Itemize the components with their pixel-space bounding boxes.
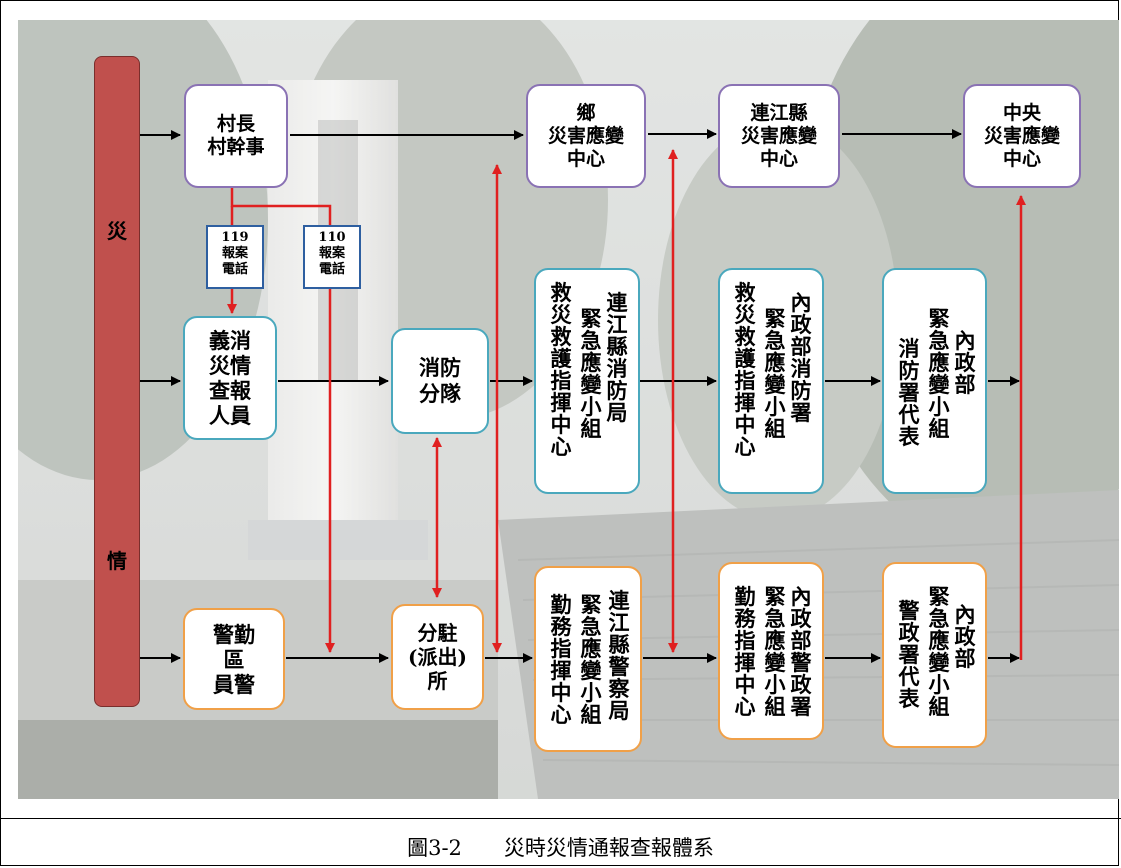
county-police-col2: 緊急應變小組: [580, 592, 602, 727]
moi-fire-col2: 緊急應變小組: [764, 306, 786, 441]
fire-squad-label: 消防 分隊: [419, 355, 461, 406]
volunteer-label: 義消 災情 查報 人員: [209, 328, 251, 428]
county-fire-col2: 緊急應變小組: [580, 306, 602, 441]
county-police-box: 連江縣警察局 緊急應變小組 勤務指揮中心: [534, 566, 642, 752]
township-center-box: 鄉 災害應變 中心: [526, 84, 646, 188]
moi-police-rep-box: 內政部 緊急應變小組 警政署代表: [882, 562, 987, 748]
central-center-box: 中央 災害應變 中心: [963, 84, 1081, 188]
bar-char-bottom: 情: [107, 549, 127, 573]
disaster-bar: 災 情: [94, 56, 140, 707]
county-fire-col1: 連江縣消防局: [606, 290, 628, 425]
county-fire-box: 連江縣消防局 緊急應變小組 救災救護指揮中心: [534, 268, 640, 494]
moi-police-rep-col2: 緊急應變小組: [928, 584, 950, 719]
county-center-label: 連江縣 災害應變 中心: [740, 101, 817, 170]
moi-fire-rep-box: 內政部 緊急應變小組 消防署代表: [882, 268, 987, 494]
bar-char-top: 災: [107, 219, 127, 243]
police-officer-box: 警勤 區 員警: [183, 608, 285, 710]
police-officer-label: 警勤 區 員警: [213, 621, 255, 697]
village-chief-label: 村長 村幹事: [207, 113, 265, 158]
volunteer-box: 義消 災情 查報 人員: [183, 316, 277, 440]
moi-fire-box: 內政部消防署 緊急應變小組 救災救護指揮中心: [718, 268, 824, 494]
moi-police-rep-col1: 內政部: [954, 602, 976, 671]
police-post-box: 分駐 (派出) 所: [391, 604, 484, 710]
moi-police-rep-col3: 警政署代表: [898, 598, 920, 711]
county-fire-col3: 救災救護指揮中心: [550, 280, 572, 459]
central-center-label: 中央 災害應變 中心: [983, 101, 1060, 170]
township-center-label: 鄉 災害應變 中心: [547, 101, 624, 170]
village-chief-box: 村長 村幹事: [184, 84, 288, 188]
moi-police-col3: 勤務指揮中心: [734, 584, 756, 719]
county-center-box: 連江縣 災害應變 中心: [718, 84, 840, 188]
red-line-village-branch: [230, 188, 332, 225]
tag-119: 119 報案 電話: [206, 225, 264, 289]
county-police-col1: 連江縣警察局: [608, 588, 630, 723]
moi-fire-rep-col2: 緊急應變小組: [928, 306, 950, 441]
figure-caption: 圖3-2 災時災情通報查報體系: [407, 836, 714, 860]
moi-fire-rep-col3: 消防署代表: [898, 336, 920, 449]
fire-squad-box: 消防 分隊: [391, 328, 489, 434]
caption-divider: [0, 818, 1121, 819]
moi-fire-col3: 救災救護指揮中心: [734, 280, 756, 459]
moi-police-col2: 緊急應變小組: [764, 584, 786, 719]
tag-110: 110 報案 電話: [303, 225, 361, 289]
moi-fire-col1: 內政部消防署: [790, 290, 812, 425]
county-police-col3: 勤務指揮中心: [550, 592, 572, 727]
moi-fire-rep-col1: 內政部: [954, 328, 976, 397]
moi-police-box: 內政部警政署 緊急應變小組 勤務指揮中心: [718, 562, 824, 740]
police-post-label: 分駐 (派出) 所: [408, 621, 467, 693]
moi-police-col1: 內政部警政署: [790, 584, 812, 719]
